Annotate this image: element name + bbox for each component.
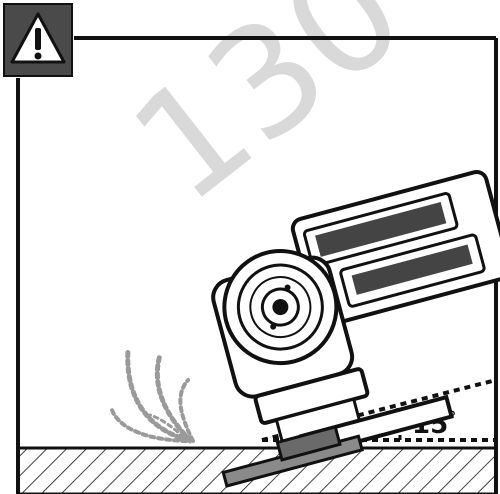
angle-grinder: [211, 169, 500, 488]
warning-triangle-icon: [10, 12, 66, 64]
sparks: [110, 347, 195, 444]
angle-arc: [394, 404, 402, 441]
warning-box: [3, 3, 73, 77]
side-handle-knob: [222, 249, 339, 366]
